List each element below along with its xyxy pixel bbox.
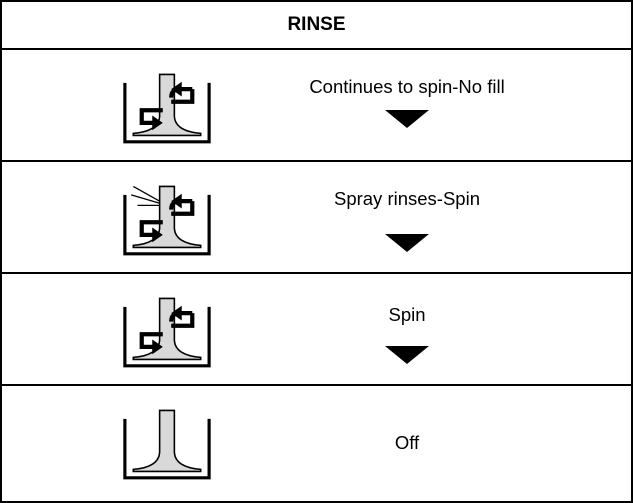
down-arrow-icon [385, 346, 429, 364]
tub-spin-icon [123, 72, 211, 144]
down-arrow-icon [385, 234, 429, 252]
step-label: Off [394, 432, 420, 453]
tub-spray-spin-icon [123, 184, 211, 256]
table-row: Spray rinses-Spin [2, 162, 631, 274]
tub-spin-icon [123, 296, 211, 368]
table-row: Continues to spin-No fill [2, 50, 631, 162]
step-label: Spin [388, 304, 426, 325]
step-label: Spray rinses-Spin [333, 188, 480, 209]
down-arrow-icon [385, 110, 429, 128]
step-label: Continues to spin-No fill [309, 76, 505, 97]
tub-agitator-icon [123, 408, 211, 480]
table-header: RINSE [2, 2, 631, 50]
table-row: Spin [2, 274, 631, 386]
table-row: Off [2, 386, 631, 501]
header-title: RINSE [287, 14, 346, 35]
